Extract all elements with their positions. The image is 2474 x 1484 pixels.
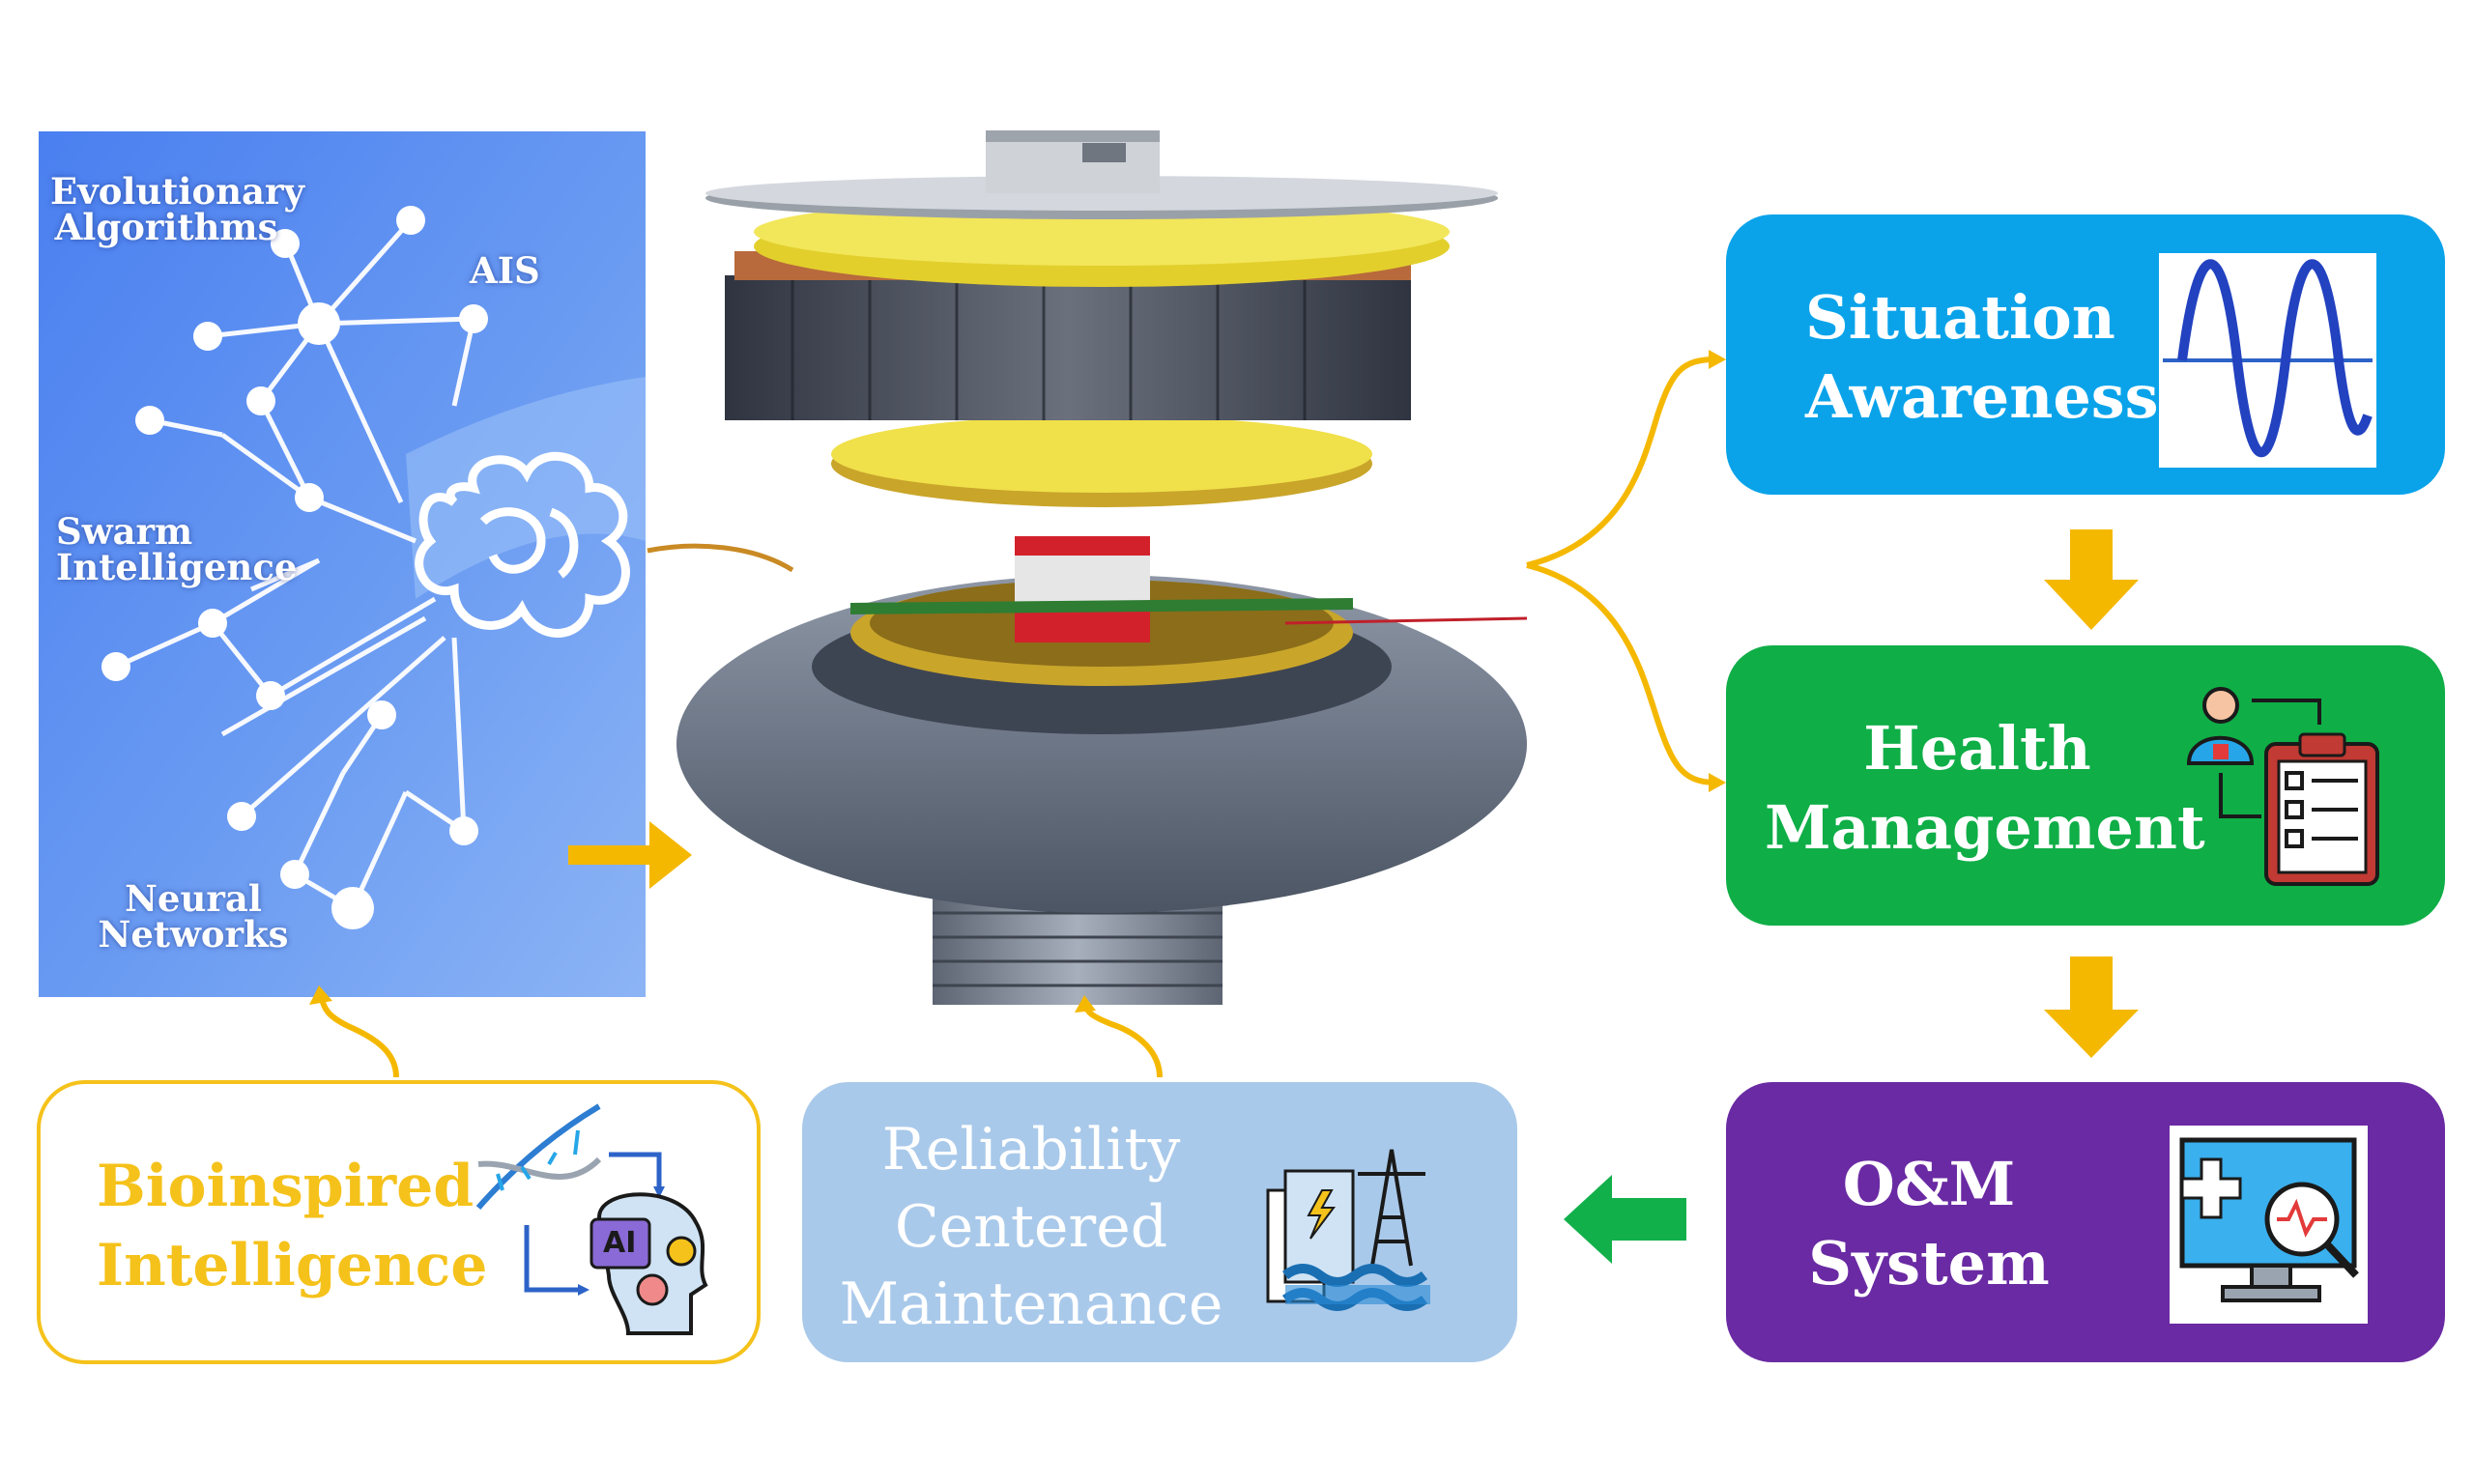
dna-ai-icon xyxy=(475,1103,708,1335)
reliability-to-machine-arrow xyxy=(1082,1004,1163,1078)
fork-upper-curve xyxy=(1526,357,1716,568)
waveform-icon xyxy=(2159,253,2376,468)
neural-networks-label: Neural Networks xyxy=(97,881,290,953)
label-line: System xyxy=(1808,1228,2050,1298)
label-line: Intelligence xyxy=(56,546,298,588)
brain-icon xyxy=(415,451,630,638)
connectors xyxy=(309,350,2139,1264)
label-line: Situation xyxy=(1805,282,2115,353)
situation-to-health-arrow xyxy=(2044,529,2139,630)
reliability-centered-maintenance-label: Reliability Centered Maintenance xyxy=(833,1121,1229,1333)
health-to-om-arrow xyxy=(2044,956,2139,1058)
label-line: Management xyxy=(1765,792,2205,863)
evolutionary-algorithms-label: Evolutionary Algorithms xyxy=(50,174,304,248)
network-nodes xyxy=(101,206,488,929)
hydropower-icon xyxy=(1266,1149,1430,1311)
label-line: Health xyxy=(1863,713,2091,784)
bioinspired-intelligence-label: Bioinspired Intelligence xyxy=(97,1153,488,1299)
label-line: Swarm xyxy=(56,510,193,553)
ai-badge-text: AI xyxy=(603,1226,637,1260)
om-to-reliability-arrow xyxy=(1564,1175,1686,1264)
patient-checklist-icon xyxy=(2186,687,2379,886)
hydro-generator-illustration xyxy=(647,130,1528,1005)
bio-algorithms-panel xyxy=(39,131,646,997)
swarm-intelligence-label: Swarm Intelligence xyxy=(56,514,297,585)
label-line: Algorithms xyxy=(54,206,278,248)
label-line: Evolutionary xyxy=(50,170,305,213)
label-line: Networks xyxy=(98,913,289,956)
bioinspired-to-panel-arrow xyxy=(318,994,399,1078)
panel-to-machine-arrow xyxy=(568,821,692,889)
label-line: Maintenance xyxy=(839,1270,1223,1338)
om-system-label: O&M System xyxy=(1784,1155,2074,1294)
medical-monitor-icon xyxy=(2170,1126,2368,1324)
ais-label: AIS xyxy=(470,249,540,292)
label-line: Intelligence xyxy=(97,1232,488,1299)
label-line: Reliability xyxy=(881,1116,1181,1184)
label-line: Centered xyxy=(894,1193,1168,1261)
health-management-label: Health Management xyxy=(1765,713,2205,863)
label-line: Awareness xyxy=(1805,361,2159,432)
situation-awareness-label: Situation Awareness xyxy=(1805,282,2159,432)
label-line: Neural xyxy=(125,877,262,920)
label-line: O&M xyxy=(1842,1149,2016,1219)
fork-lower-curve xyxy=(1526,562,1716,785)
label-line: Bioinspired xyxy=(97,1153,475,1220)
